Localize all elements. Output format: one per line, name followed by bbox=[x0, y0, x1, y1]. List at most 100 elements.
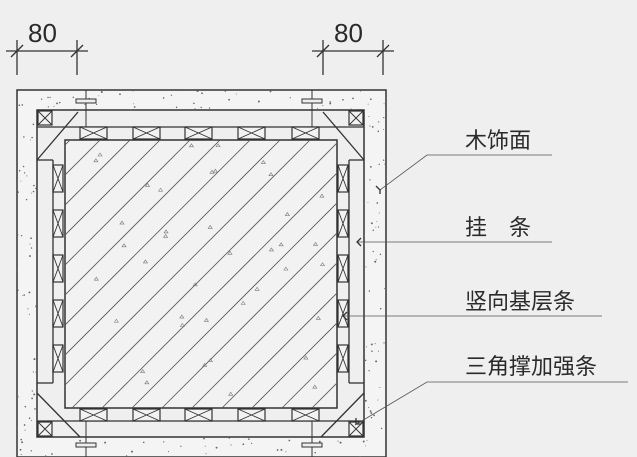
speckle bbox=[242, 443, 245, 446]
hanging-clips bbox=[75, 90, 323, 457]
speckle bbox=[370, 343, 373, 346]
speckle bbox=[320, 423, 323, 426]
speckle bbox=[48, 194, 51, 197]
aggregate bbox=[268, 172, 274, 176]
speckle bbox=[23, 294, 25, 296]
speckle bbox=[351, 293, 354, 296]
speckle bbox=[335, 422, 338, 425]
speckle bbox=[31, 390, 33, 392]
hatch-line bbox=[221, 292, 337, 408]
speckle bbox=[383, 288, 385, 290]
speckle bbox=[30, 192, 32, 194]
wood-block-cross bbox=[184, 408, 213, 422]
speckle bbox=[351, 255, 354, 258]
speckle bbox=[228, 130, 231, 132]
hatch-line bbox=[65, 140, 281, 356]
speckle bbox=[197, 120, 200, 123]
speckle bbox=[79, 118, 81, 120]
hatch-line bbox=[65, 140, 191, 266]
aggregate bbox=[284, 211, 290, 216]
speckle bbox=[69, 422, 71, 424]
wood-block-cross bbox=[237, 126, 266, 140]
speckle bbox=[29, 243, 31, 245]
speckle bbox=[379, 387, 381, 389]
speckle bbox=[37, 189, 40, 192]
speckle bbox=[346, 136, 348, 138]
speckle bbox=[261, 113, 263, 116]
speckle bbox=[374, 343, 376, 345]
speckle bbox=[215, 446, 218, 449]
speckle bbox=[175, 106, 178, 109]
speckle bbox=[356, 381, 358, 383]
speckle bbox=[215, 135, 217, 137]
dimension-left: 80 bbox=[6, 18, 88, 75]
speckle bbox=[235, 93, 237, 95]
speckle bbox=[205, 114, 208, 116]
speckle bbox=[339, 441, 342, 444]
aggregate bbox=[312, 384, 318, 389]
wood-block-cross bbox=[237, 408, 266, 422]
speckle bbox=[356, 166, 358, 168]
aggregate bbox=[312, 241, 319, 246]
speckle bbox=[333, 424, 336, 427]
speckle bbox=[44, 185, 47, 188]
speckle bbox=[344, 334, 347, 337]
speckle bbox=[314, 117, 316, 119]
speckle bbox=[344, 196, 346, 199]
speckle bbox=[95, 103, 98, 106]
speckle bbox=[49, 172, 51, 174]
speckle bbox=[344, 199, 347, 202]
speckle bbox=[48, 128, 50, 131]
speckle bbox=[43, 372, 46, 375]
wood-block-cross bbox=[348, 110, 364, 126]
speckle bbox=[273, 430, 275, 432]
speckle bbox=[28, 313, 30, 315]
leader-lines bbox=[342, 154, 628, 426]
speckle bbox=[22, 165, 25, 168]
aggregate bbox=[203, 317, 210, 322]
speckle bbox=[347, 152, 349, 155]
speckle bbox=[371, 126, 374, 128]
aggregate bbox=[97, 152, 103, 157]
speckle bbox=[346, 426, 348, 428]
speckle bbox=[174, 433, 176, 435]
label-wood-facing: 木饰面 bbox=[465, 129, 531, 154]
speckle bbox=[123, 118, 126, 120]
speckle bbox=[323, 413, 326, 415]
speckle bbox=[156, 423, 158, 425]
speckle bbox=[27, 308, 29, 310]
speckle bbox=[28, 255, 31, 257]
speckle bbox=[46, 376, 48, 379]
speckle bbox=[272, 428, 273, 430]
speckle bbox=[341, 405, 344, 408]
speckle bbox=[369, 165, 372, 168]
hatch-line bbox=[191, 262, 337, 408]
speckle bbox=[170, 94, 173, 96]
speckle bbox=[84, 103, 86, 105]
speckle bbox=[18, 104, 21, 107]
speckle bbox=[342, 399, 345, 402]
clip bbox=[301, 98, 323, 104]
wood-block-cross bbox=[52, 209, 64, 238]
speckle bbox=[164, 422, 167, 425]
speckle bbox=[372, 250, 374, 253]
speckle bbox=[109, 412, 112, 415]
speckle bbox=[353, 138, 355, 140]
aggregate bbox=[119, 220, 125, 225]
hatch-line bbox=[65, 140, 221, 296]
speckle bbox=[245, 114, 247, 116]
speckle bbox=[383, 103, 385, 105]
speckle bbox=[59, 101, 61, 104]
aggregate bbox=[93, 276, 99, 281]
speckle bbox=[354, 271, 356, 274]
speckle bbox=[20, 180, 22, 182]
speckle bbox=[17, 395, 19, 398]
speckle bbox=[374, 260, 377, 263]
speckle bbox=[126, 455, 128, 457]
aggregate bbox=[158, 187, 164, 192]
hatch-line bbox=[65, 140, 131, 206]
wood-block-cross bbox=[337, 299, 349, 328]
speckle bbox=[78, 115, 80, 117]
speckle bbox=[337, 440, 339, 442]
speckle bbox=[79, 439, 82, 442]
